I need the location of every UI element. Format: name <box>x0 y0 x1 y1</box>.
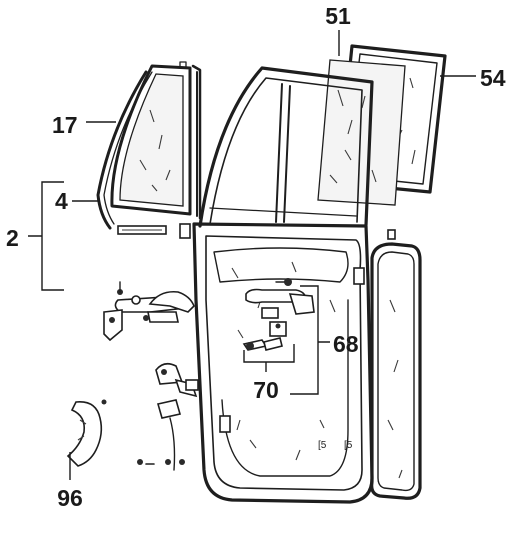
bracket-68 <box>290 285 330 395</box>
inner-handle-assembly <box>242 278 315 351</box>
callout-96: 96 <box>57 485 83 511</box>
exterior-handle-assembly <box>103 281 195 342</box>
callout-17: 17 <box>52 112 78 138</box>
callout-4: 4 <box>55 188 68 214</box>
division-bar <box>117 223 191 239</box>
callout-2: 2 <box>6 225 19 251</box>
leader-lines <box>28 30 476 480</box>
door-frame <box>198 66 374 228</box>
callouts: 51 54 17 4 2 68 70 96 <box>6 3 506 511</box>
svg-text:[5: [5 <box>318 440 327 451</box>
vent-window <box>110 61 202 220</box>
bracket-70 <box>243 344 295 372</box>
callout-70: 70 <box>253 377 279 403</box>
door-panel: [5 [5 <box>192 222 396 504</box>
check-strap <box>66 401 103 467</box>
bracket-2 <box>28 181 64 291</box>
callout-68: 68 <box>333 331 359 357</box>
callout-51: 51 <box>325 3 351 29</box>
vent-seal-strip <box>96 70 153 230</box>
lock-mechanism <box>101 362 231 471</box>
sliding-window-glass <box>317 59 406 206</box>
callout-54: 54 <box>480 65 506 91</box>
svg-text:[5: [5 <box>344 440 353 451</box>
door-seal <box>370 242 422 500</box>
